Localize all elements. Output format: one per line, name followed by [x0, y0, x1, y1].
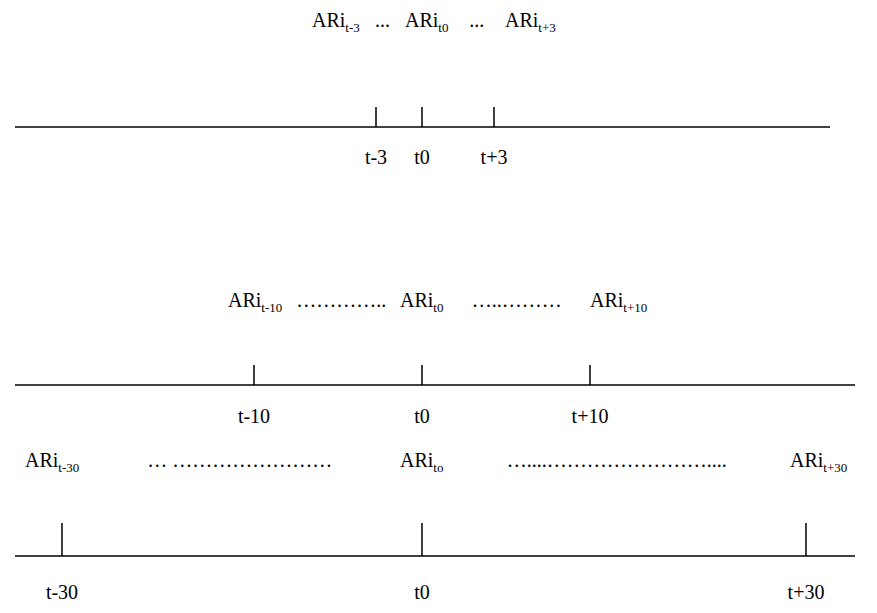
- ellipsis-dots: …………..: [296, 288, 386, 312]
- tick-label: t+10: [572, 404, 609, 428]
- series-label: ARi: [505, 9, 538, 31]
- ellipsis-dots: …..………: [472, 288, 562, 312]
- subscript-text: t0: [433, 300, 443, 315]
- series-label: ARi: [405, 9, 438, 31]
- subscript-text: t+30: [823, 460, 847, 475]
- abnormal-return-label: ARit+3: [505, 8, 556, 40]
- subscript-text: t+3: [538, 20, 555, 35]
- tick-label: t-10: [238, 404, 270, 428]
- abnormal-return-label: ARit-30: [25, 448, 79, 480]
- abnormal-return-label: ARit-10: [228, 288, 282, 320]
- series-label: ARi: [790, 449, 823, 471]
- tick-mark: [421, 365, 423, 385]
- tick-mark: [375, 107, 377, 127]
- series-label: ARi: [228, 289, 261, 311]
- tick-label: t0: [414, 580, 430, 604]
- tick-mark: [61, 523, 63, 556]
- tick-label: t+30: [788, 580, 825, 604]
- abnormal-return-label: ARit+10: [590, 288, 647, 320]
- subscript-text: t-3: [345, 20, 359, 35]
- ellipsis-dots: ...: [375, 8, 390, 32]
- subscript-text: t0: [438, 20, 448, 35]
- tick-mark: [421, 523, 423, 556]
- tick-mark: [805, 523, 807, 556]
- abnormal-return-label: ARit+30: [790, 448, 847, 480]
- series-label: ARi: [590, 289, 623, 311]
- abnormal-return-label: ARit0: [405, 8, 448, 40]
- series-label: ARi: [25, 449, 58, 471]
- axis-line: [15, 384, 855, 386]
- ellipsis-dots: …....……………………....: [507, 448, 727, 472]
- abnormal-return-label: ARito: [400, 448, 443, 480]
- ellipsis-dots: … ……………………: [147, 448, 332, 472]
- abnormal-return-label: ARit-3: [312, 8, 360, 40]
- ellipsis-dots: ...: [469, 8, 484, 32]
- tick-label: t0: [414, 404, 430, 428]
- series-label: ARi: [400, 289, 433, 311]
- abnormal-return-label: ARit0: [400, 288, 443, 320]
- tick-label: t-3: [365, 145, 387, 169]
- tick-mark: [493, 107, 495, 127]
- axis-line: [15, 555, 855, 557]
- subscript-text: t+10: [623, 300, 647, 315]
- tick-mark: [421, 107, 423, 127]
- tick-label: t-30: [46, 580, 78, 604]
- series-label: ARi: [400, 449, 433, 471]
- tick-label: t0: [414, 145, 430, 169]
- series-label: ARi: [312, 9, 345, 31]
- subscript-text: to: [433, 460, 443, 475]
- tick-label: t+3: [481, 145, 508, 169]
- subscript-text: t-30: [58, 460, 79, 475]
- tick-mark: [589, 365, 591, 385]
- tick-mark: [253, 365, 255, 385]
- subscript-text: t-10: [261, 300, 282, 315]
